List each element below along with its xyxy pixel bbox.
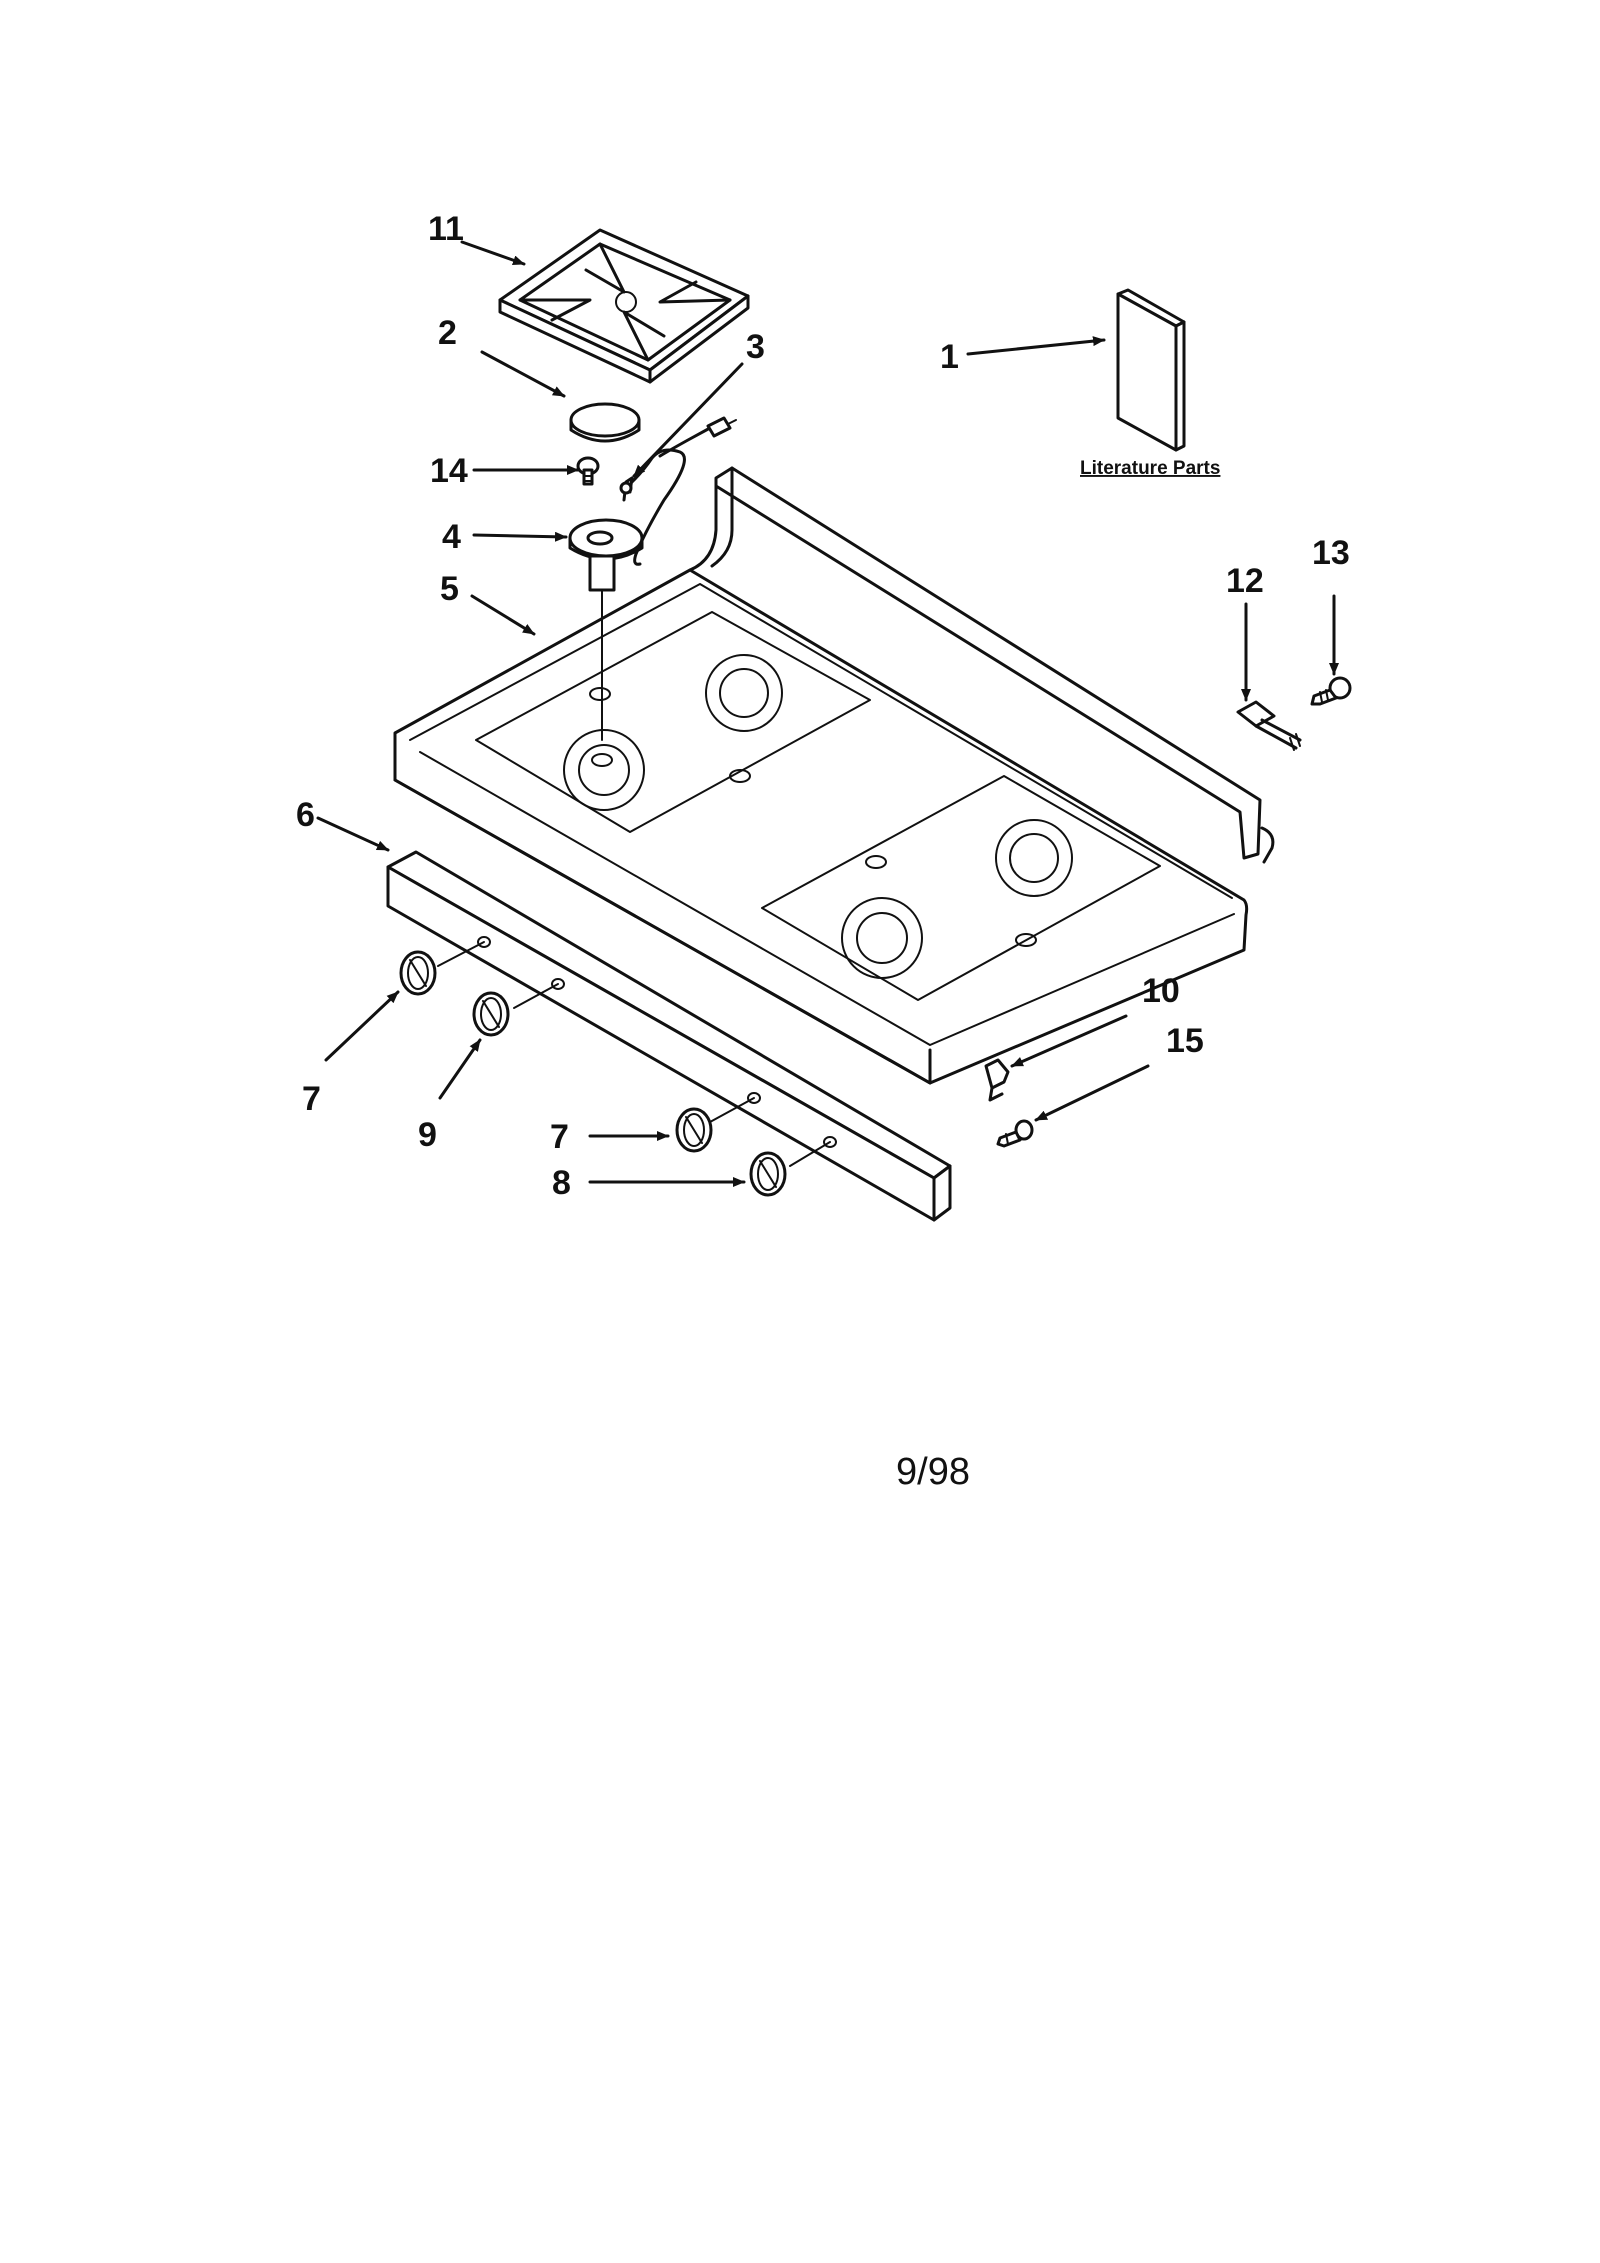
callout-11: 11: [428, 210, 464, 248]
callout-1: 1: [940, 338, 959, 376]
burner-cap-drawing: [569, 402, 641, 443]
knob-drawing-8: [749, 1151, 787, 1197]
callout-7-left: 7: [302, 1080, 321, 1118]
callout-4: 4: [442, 518, 461, 556]
cooktop-drawing: [393, 466, 1275, 1085]
grate-drawing: [498, 228, 750, 384]
burner-base-drawing: [568, 518, 644, 767]
callout-2: 2: [438, 314, 457, 352]
bracket-drawing-12: [1236, 700, 1302, 751]
clip-drawing-10: [984, 1058, 1010, 1102]
screw-drawing-15: [996, 1119, 1034, 1148]
callout-6: 6: [296, 796, 315, 834]
callout-9: 9: [418, 1116, 437, 1154]
callout-12: 12: [1226, 562, 1264, 600]
callout-8: 8: [552, 1164, 571, 1202]
callout-15: 15: [1166, 1022, 1204, 1060]
callout-7-right: 7: [550, 1118, 569, 1156]
knob-drawing-7-right: [675, 1107, 713, 1153]
literature-parts-label: Literature Parts: [1080, 458, 1220, 479]
control-panel-drawing: [386, 850, 952, 1222]
date-code: 9/98: [896, 1451, 970, 1493]
screw-drawing-14: [576, 456, 600, 486]
knob-drawing-7-left: [399, 950, 437, 996]
callout-13: 13: [1312, 534, 1350, 572]
literature-drawing: [1116, 288, 1186, 452]
callout-14: 14: [430, 452, 468, 490]
screw-drawing-13: [1310, 676, 1352, 706]
callout-10: 10: [1142, 972, 1180, 1010]
callout-3: 3: [746, 328, 765, 366]
callout-5: 5: [440, 570, 459, 608]
knob-drawing-9: [472, 991, 510, 1037]
leader-arrows: [316, 240, 1339, 1187]
